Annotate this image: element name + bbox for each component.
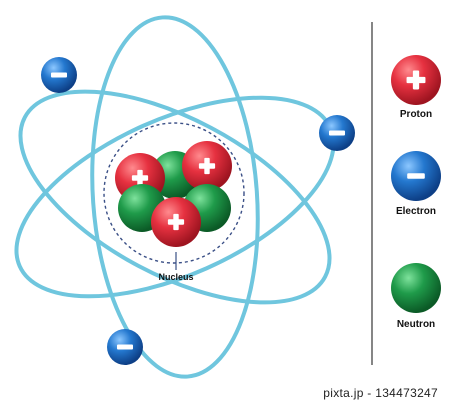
nucleus-label: Nucleus [158, 272, 193, 282]
legend: Proton Electron Neutron [391, 55, 441, 330]
nucleus [115, 141, 232, 247]
minus-sign-icon [407, 173, 425, 179]
proton-particle [182, 141, 232, 191]
minus-sign-icon [51, 72, 67, 78]
electron-particle [41, 57, 77, 93]
minus-sign-icon [329, 130, 345, 136]
legend-label-electron: Electron [396, 206, 436, 217]
nucleus-ring [103, 122, 245, 264]
watermark-text: pixta.jp - 134473247 [0, 382, 450, 404]
legend-item-neutron: Neutron [391, 263, 441, 330]
proton-particle [151, 197, 201, 247]
orbit-diagonal-a [18, 89, 332, 305]
orbit-vertical [90, 15, 260, 379]
minus-sign-icon [117, 344, 133, 350]
electron-particle [319, 115, 355, 151]
electron-particle [107, 329, 143, 365]
legend-label-neutron: Neutron [397, 319, 435, 330]
legend-label-proton: Proton [400, 109, 432, 120]
legend-item-proton: Proton [391, 55, 441, 120]
legend-item-electron: Electron [391, 151, 441, 217]
